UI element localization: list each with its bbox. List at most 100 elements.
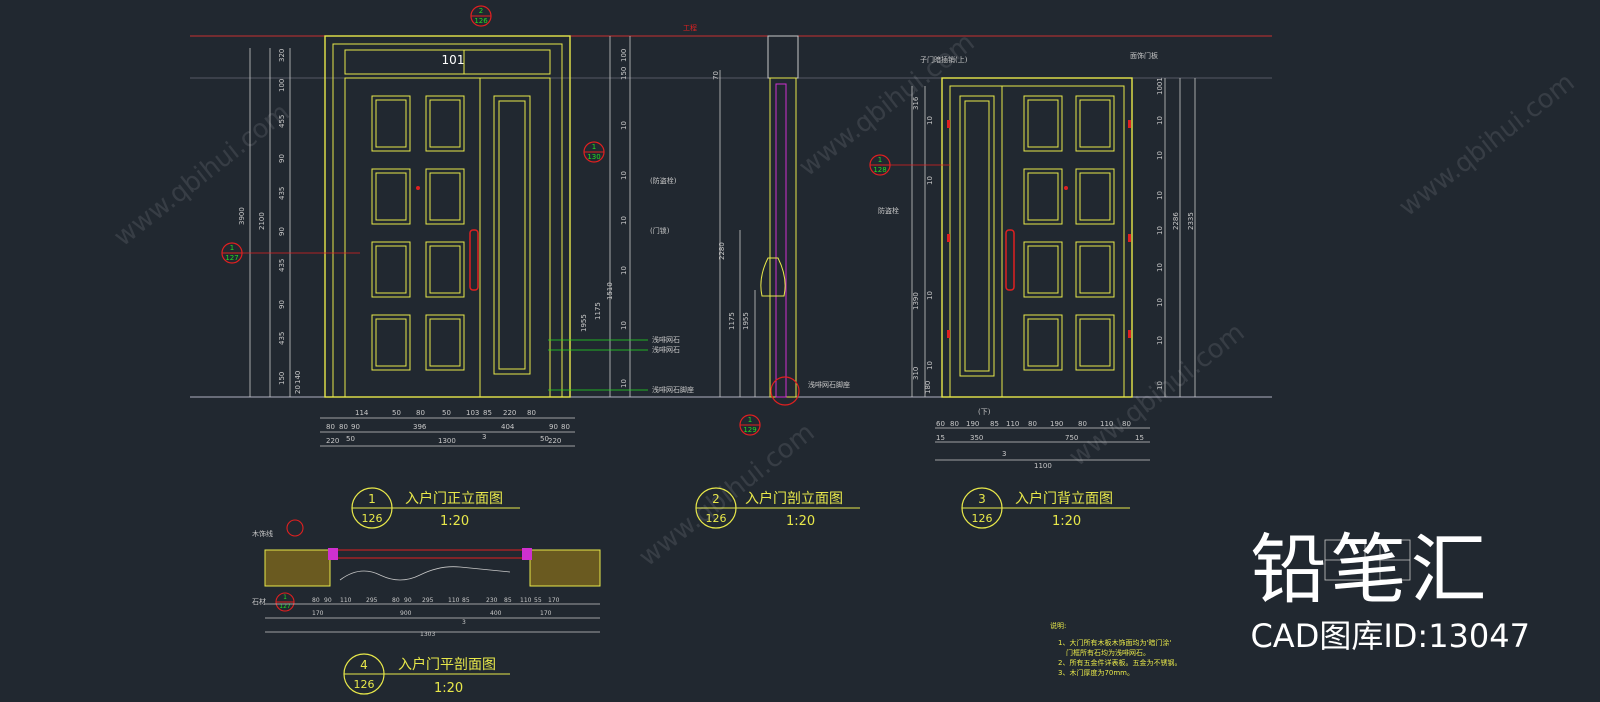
- plan-section: 木饰线 石材 1 127 80 90 110 295 80 90 295 110…: [252, 519, 601, 638]
- svg-text:103: 103: [466, 409, 479, 417]
- back-bubble-num: 1: [878, 156, 882, 164]
- back-note-top-left: 子门暗插销(上): [920, 55, 968, 64]
- svg-text:10: 10: [926, 176, 934, 185]
- svg-text:15: 15: [936, 434, 945, 442]
- door-number: 101: [442, 53, 465, 67]
- back-frame-outer: [941, 77, 1133, 398]
- detail-thumbnail: [1324, 539, 1411, 581]
- svg-text:110: 110: [340, 597, 352, 604]
- svg-text:220: 220: [503, 409, 516, 417]
- svg-text:1955: 1955: [742, 312, 750, 330]
- svg-text:126: 126: [706, 512, 727, 525]
- front-elevation: 101 3900 2100 320 100 455 90 435 90 435 …: [221, 5, 697, 447]
- svg-text:50: 50: [540, 435, 549, 443]
- callout-top-num: 2: [479, 7, 483, 15]
- svg-text:126: 126: [354, 678, 375, 691]
- svg-text:10: 10: [1156, 116, 1164, 125]
- svg-text:90: 90: [278, 300, 286, 309]
- plan-label-top: 木饰线: [252, 529, 273, 538]
- callout-right-sheet: 130: [587, 153, 600, 161]
- svg-text:1100: 1100: [1034, 462, 1052, 470]
- svg-text:90: 90: [549, 423, 558, 431]
- svg-text:80: 80: [326, 423, 335, 431]
- title-block-1: 1 126 入户门正立面图 1:20: [351, 487, 520, 529]
- plan-door-leaf: [329, 549, 531, 559]
- svg-text:100: 100: [620, 49, 628, 62]
- svg-text:1:20: 1:20: [434, 681, 463, 696]
- svg-text:80: 80: [527, 409, 536, 417]
- svg-text:门框所有石均为浅啡网石。: 门框所有石均为浅啡网石。: [1066, 648, 1150, 657]
- front-dims-bottom: 114 50 80 50 103 85 220 80 80 80 90 396 …: [326, 409, 570, 445]
- svg-text:10: 10: [1156, 263, 1164, 272]
- svg-text:(门锁): (门锁): [650, 226, 670, 235]
- svg-text:1175: 1175: [594, 302, 602, 320]
- svg-text:10: 10: [620, 379, 628, 388]
- svg-text:126: 126: [972, 512, 993, 525]
- svg-text:150: 150: [620, 67, 628, 80]
- svg-text:400: 400: [490, 610, 502, 617]
- plan-bubble-sheet: 127: [279, 603, 291, 610]
- svg-text:4: 4: [360, 658, 368, 672]
- svg-text:说明:: 说明:: [1050, 621, 1066, 630]
- svg-text:3: 3: [462, 619, 466, 626]
- svg-text:10: 10: [1156, 226, 1164, 235]
- svg-text:10: 10: [1156, 298, 1164, 307]
- front-panels: [371, 95, 531, 375]
- section-dims: 70 2280 1175 1955: [712, 71, 750, 330]
- svg-text:2: 2: [712, 492, 720, 506]
- svg-text:10: 10: [620, 121, 628, 130]
- svg-text:1390: 1390: [912, 292, 920, 310]
- door-leaf-area: [344, 77, 551, 398]
- svg-text:入户门背立面图: 入户门背立面图: [1015, 490, 1113, 507]
- back-lock-dot: [1064, 186, 1068, 190]
- svg-text:2、所有五金件详表板。五金为不锈钢。: 2、所有五金件详表板。五金为不锈钢。: [1058, 658, 1181, 667]
- svg-text:220: 220: [326, 437, 339, 445]
- section-bubble-sheet: 129: [743, 426, 756, 434]
- red-mark: 工程: [683, 23, 697, 32]
- back-dims-left: 316 1390 310 180 10 10 10 10: [912, 96, 934, 394]
- hinges: [947, 120, 1131, 338]
- title-block-4: 4 126 入户门平剖面图 1:20: [343, 653, 510, 696]
- svg-text:60: 60: [936, 420, 945, 428]
- svg-text:3: 3: [1002, 450, 1006, 458]
- section-detail-circle: [770, 376, 800, 406]
- svg-text:110: 110: [1006, 420, 1019, 428]
- back-note-bottom: (下): [978, 408, 991, 416]
- svg-text:85: 85: [504, 597, 512, 604]
- svg-text:90: 90: [278, 227, 286, 236]
- svg-text:20: 20: [294, 385, 302, 394]
- plan-jamb-right: [522, 548, 532, 560]
- callout-right-num: 1: [592, 143, 596, 151]
- svg-text:350: 350: [970, 434, 983, 442]
- svg-text:入户门正立面图: 入户门正立面图: [405, 490, 503, 507]
- svg-text:10: 10: [620, 171, 628, 180]
- svg-text:1303: 1303: [420, 631, 435, 638]
- svg-text:10: 10: [1156, 336, 1164, 345]
- plan-wall-right: [529, 549, 601, 587]
- svg-text:85: 85: [990, 420, 999, 428]
- svg-text:110: 110: [448, 597, 460, 604]
- svg-text:100: 100: [278, 79, 286, 92]
- plan-wall-left: [264, 549, 331, 587]
- front-dims-left: 320 100 455 90 435 90 435 90 435 150 20 …: [278, 49, 302, 394]
- svg-text:10: 10: [620, 266, 628, 275]
- svg-text:80: 80: [1078, 420, 1087, 428]
- svg-text:70: 70: [712, 71, 720, 80]
- svg-text:180: 180: [924, 381, 932, 394]
- svg-text:1:20: 1:20: [786, 514, 815, 529]
- svg-text:435: 435: [278, 259, 286, 272]
- svg-text:2280: 2280: [718, 242, 726, 260]
- svg-text:1: 1: [368, 492, 376, 506]
- back-elevation: 子门暗插销(上) 面饰门板 防盗栓 (下) 316 1390 310 180 1…: [869, 51, 1196, 470]
- back-note-top-right: 面饰门板: [1130, 51, 1158, 60]
- svg-text:10: 10: [1156, 381, 1164, 390]
- brand-id: CAD图库ID:13047: [1250, 617, 1530, 655]
- svg-text:2286: 2286: [1172, 212, 1180, 230]
- svg-text:80: 80: [392, 597, 400, 604]
- back-handle: [1005, 229, 1015, 291]
- section-elevation: 70 2280 1175 1955 浅啡网石脚座 1 129: [712, 35, 850, 436]
- callout-top-sheet: 126: [474, 17, 488, 25]
- svg-text:10: 10: [1156, 191, 1164, 200]
- svg-text:80: 80: [561, 423, 570, 431]
